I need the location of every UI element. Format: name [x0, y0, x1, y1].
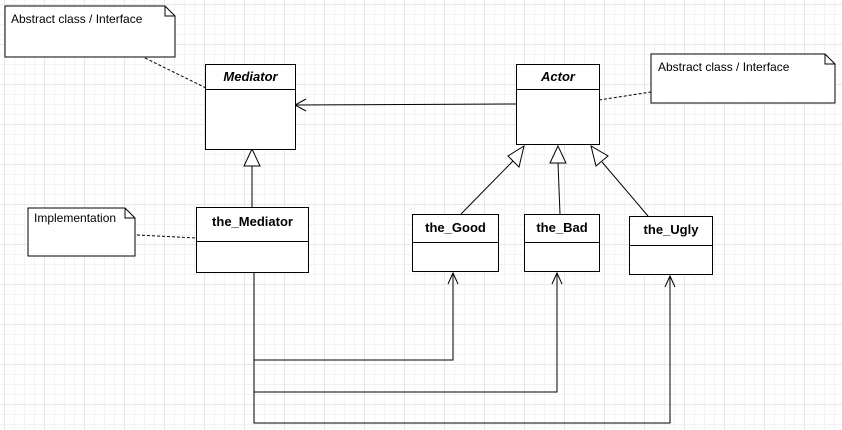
note-shape-mediator[interactable] [4, 5, 176, 58]
dependency-mediator-bad[interactable] [253, 272, 558, 393]
generalization-the-good[interactable] [460, 160, 514, 215]
class-name-actor: Actor [517, 65, 599, 90]
class-the-bad[interactable]: the_Bad [524, 214, 600, 272]
class-name-the-mediator: the_Mediator [197, 208, 308, 242]
dependency-mediator-good[interactable] [253, 272, 454, 361]
generalization-arrowhead-good [507, 144, 525, 168]
class-actor[interactable]: Actor [516, 64, 600, 145]
note-shape-implementation[interactable] [27, 207, 136, 257]
class-name-the-bad: the_Bad [525, 215, 599, 243]
class-name-mediator: Mediator [206, 65, 295, 90]
dependency-mediator-ugly[interactable] [253, 272, 671, 424]
class-mediator[interactable]: Mediator [205, 64, 296, 150]
generalization-the-ugly[interactable] [601, 161, 649, 217]
generalization-arrowhead-bad [549, 144, 567, 164]
class-the-mediator[interactable]: the_Mediator [196, 207, 309, 273]
note-anchor-mediator [144, 57, 207, 89]
note-fold-implementation [124, 208, 135, 219]
note-text-implementation: Implementation [34, 211, 117, 225]
note-fold-actor [824, 54, 835, 65]
note-fold-mediator [164, 6, 175, 17]
class-the-good[interactable]: the_Good [412, 214, 499, 272]
dependency-arrowhead-ugly [664, 274, 676, 288]
generalization-the-bad[interactable] [557, 162, 561, 215]
note-text-actor: Abstract class / Interface [658, 60, 790, 74]
class-name-the-good: the_Good [413, 215, 498, 243]
note-shape-actor[interactable] [650, 53, 836, 104]
association-actor-mediator[interactable] [294, 103, 517, 106]
note-anchor-actor [598, 91, 652, 101]
generalization-arrowhead-mediator [243, 147, 261, 167]
class-the-ugly[interactable]: the_Ugly [629, 216, 713, 275]
note-anchor-implementation [136, 234, 197, 239]
dependency-arrowhead-bad [551, 271, 563, 285]
class-name-the-ugly: the_Ugly [630, 217, 712, 246]
note-text-mediator: Abstract class / Interface [11, 12, 143, 26]
dependency-arrowhead-good [447, 271, 459, 285]
generalization-arrowhead-ugly [590, 144, 609, 167]
